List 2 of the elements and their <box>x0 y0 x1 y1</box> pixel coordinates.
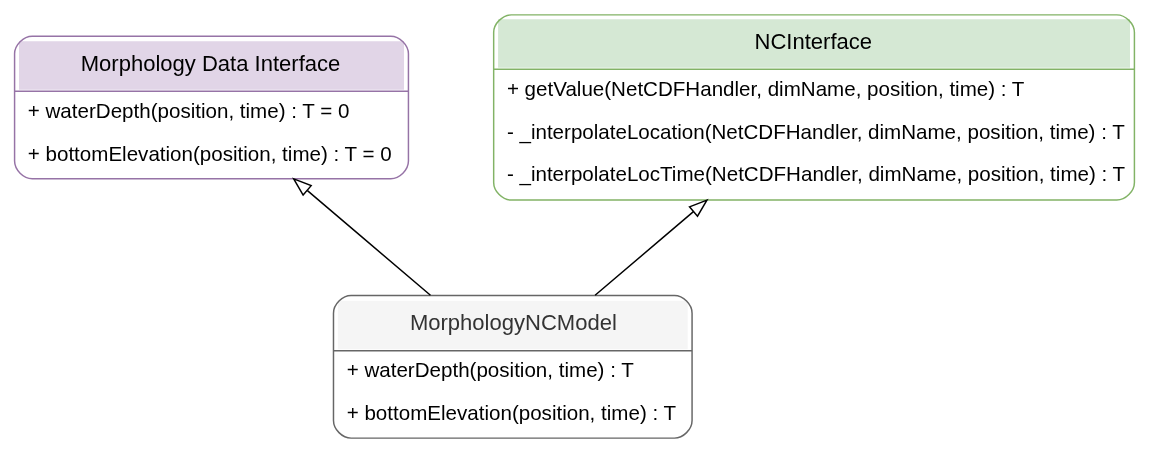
arrow <box>292 177 432 296</box>
arrow <box>594 198 709 296</box>
